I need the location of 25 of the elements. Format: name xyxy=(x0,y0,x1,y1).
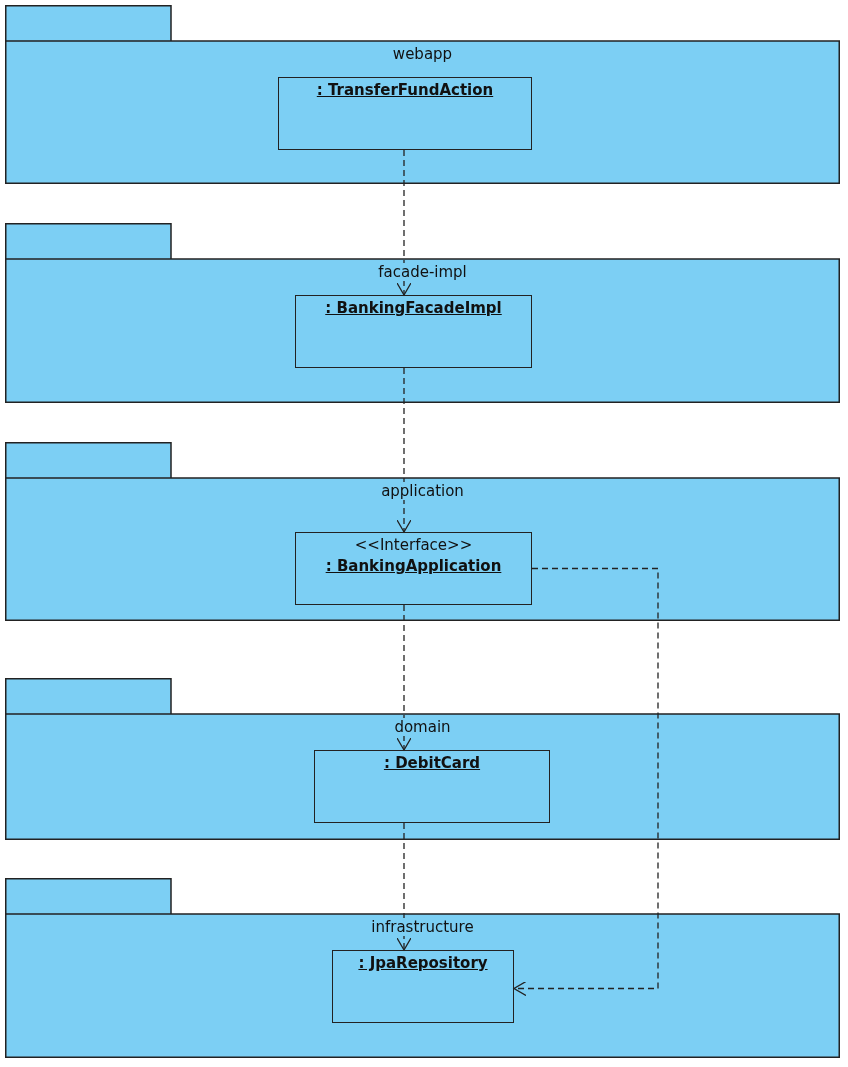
package-folder xyxy=(5,878,840,1058)
object-box xyxy=(278,77,532,150)
object-name: : TransferFundAction xyxy=(314,81,496,99)
object-box xyxy=(314,750,550,823)
package-folder xyxy=(5,442,840,621)
object-name: : JpaRepository xyxy=(356,954,490,972)
object-box xyxy=(295,532,532,605)
package-name: webapp xyxy=(390,45,455,63)
package-folder xyxy=(5,223,840,403)
package-folder xyxy=(5,678,840,840)
dependency-arrow xyxy=(396,367,412,533)
package-name: facade-impl xyxy=(376,263,469,281)
dependency-arrow xyxy=(396,149,412,296)
dependency-arrow xyxy=(396,822,412,951)
package-name: application xyxy=(379,482,466,500)
package-name: infrastructure xyxy=(369,918,476,936)
object-box xyxy=(295,295,532,368)
package-folder xyxy=(5,5,840,184)
object-box xyxy=(332,950,514,1023)
package-name: domain xyxy=(392,718,453,736)
dependency-arrow xyxy=(396,604,412,751)
object-name: : BankingApplication xyxy=(323,557,504,575)
object-name: : BankingFacadeImpl xyxy=(323,299,504,317)
dependency-arrow xyxy=(513,567,659,997)
object-name: : DebitCard xyxy=(381,754,483,772)
